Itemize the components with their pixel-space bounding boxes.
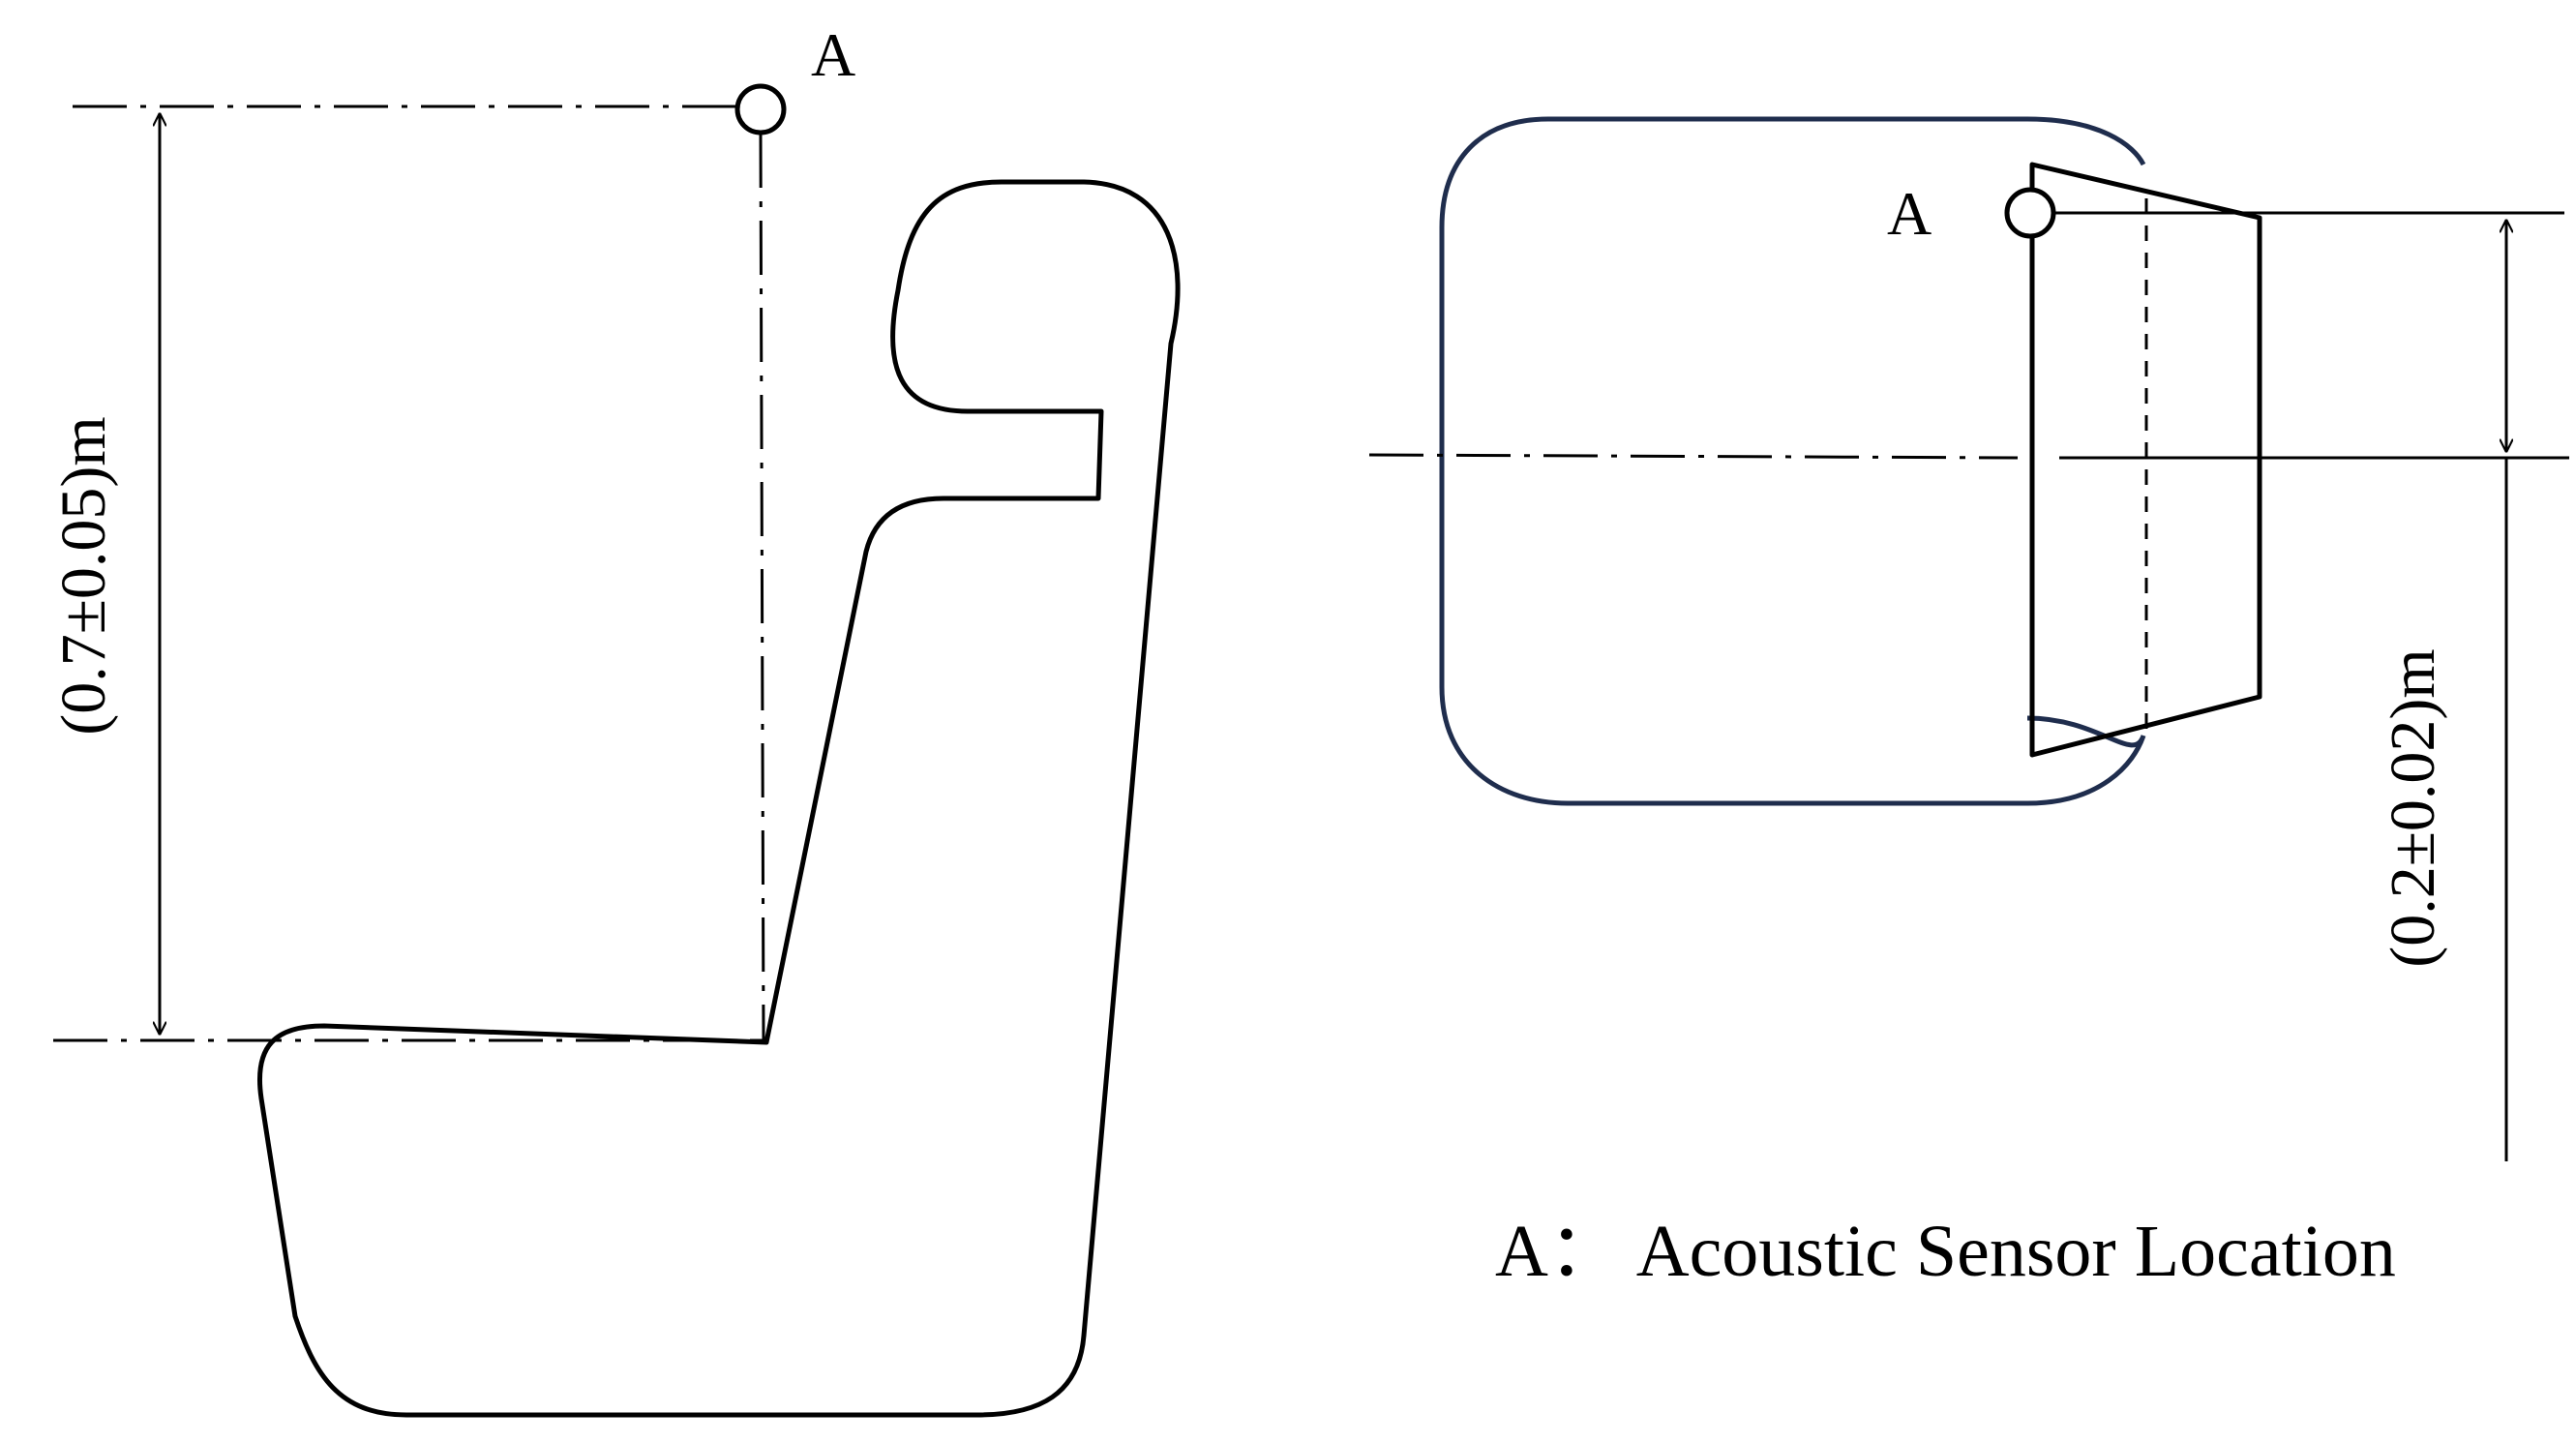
side-view: A (0.7±0.05)m <box>48 20 1181 1418</box>
legend-text: A： Acoustic Sensor Location <box>1495 1211 2396 1292</box>
height-dimension-label: (0.7±0.05)m <box>48 416 119 736</box>
sensor-label-a-side: A <box>811 20 855 89</box>
sensor-vertical-line <box>759 133 765 1041</box>
sensor-label-a-top: A <box>1887 179 1932 248</box>
sensor-point-a-side <box>734 83 787 135</box>
offset-dimension-label: (0.2±0.02)m <box>2378 648 2448 968</box>
top-view: A (0.2±0.02)m <box>1368 116 2569 1161</box>
seat-centerline <box>1368 453 2019 460</box>
sensor-point-a-top <box>2004 187 2056 239</box>
seat-outline <box>257 179 1181 1418</box>
seat-backrest-outline <box>2029 162 2262 758</box>
